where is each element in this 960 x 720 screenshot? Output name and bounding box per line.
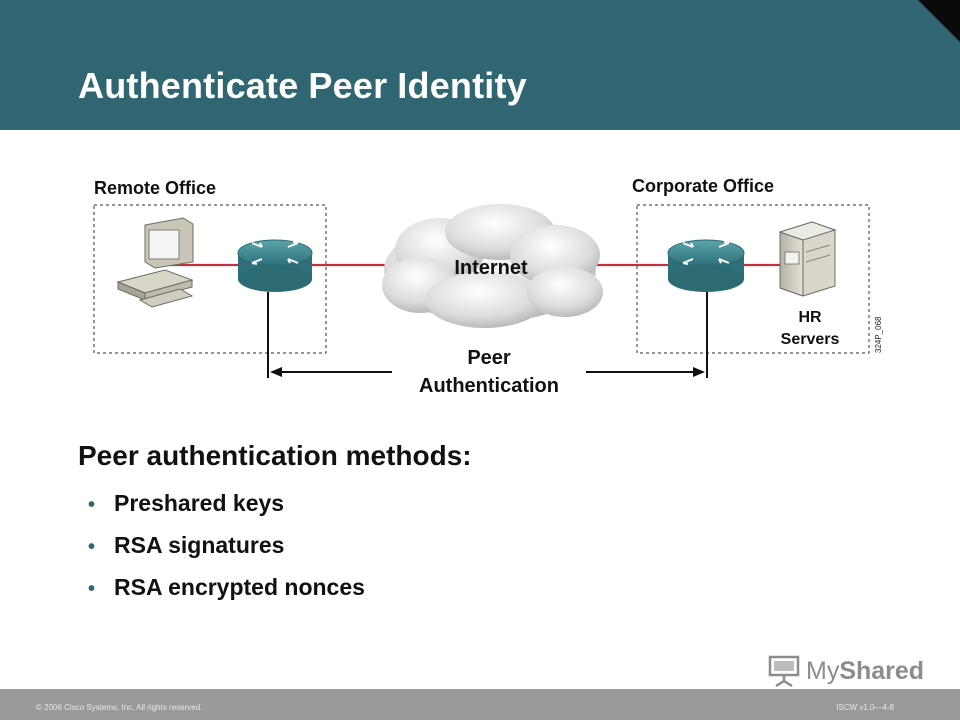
peer-label: Peer: [467, 347, 511, 369]
logo-text-my: My: [806, 657, 840, 685]
copyright-text: © 2006 Cisco Systems, Inc. All rights re…: [36, 703, 203, 712]
list-item-text: RSA encrypted nonces: [114, 574, 365, 600]
logo-text-shared: Shared: [839, 657, 925, 685]
myshared-logo[interactable]: MyShared: [766, 654, 924, 688]
slide-footer: [0, 689, 960, 720]
remote-router-icon: [237, 239, 313, 292]
methods-list: • Preshared keys • RSA signatures • RSA enc…: [88, 488, 365, 614]
bullet-icon: •: [88, 536, 96, 558]
list-item: • RSA encrypted nonces: [88, 572, 365, 614]
figure-id: 324P_068: [874, 316, 883, 353]
methods-heading: Peer authentication methods:: [78, 440, 472, 471]
corporate-office-label: Corporate Office: [632, 176, 774, 196]
hr-label: HR: [798, 309, 822, 326]
title-word-2: Peer: [308, 65, 388, 106]
bullet-icon: •: [88, 578, 96, 600]
corporate-office-box: [636, 204, 870, 354]
bullet-icon: •: [88, 494, 96, 516]
remote-office-label: Remote Office: [94, 178, 216, 198]
title-word-1: Authenticate: [78, 65, 299, 106]
pc-icon: [116, 217, 194, 308]
list-item-text: Preshared keys: [114, 490, 285, 516]
corporate-router-icon: [667, 239, 745, 292]
internet-cloud-icon: Internet: [382, 204, 603, 328]
network-diagram: Remote Office Corporate Office Internet: [93, 176, 883, 397]
internet-label: Internet: [454, 257, 528, 279]
header-corner-decoration: [918, 0, 960, 42]
title-word-3: Identity: [397, 65, 527, 106]
servers-label: Servers: [781, 331, 840, 348]
course-code: ISCW v1.0—4-8: [836, 703, 894, 712]
server-icon: [778, 221, 837, 297]
list-item: • RSA signatures: [88, 530, 365, 572]
remote-office-box: [93, 204, 327, 354]
list-item-text: RSA signatures: [114, 532, 285, 558]
list-item: • Preshared keys: [88, 488, 365, 530]
authentication-label: Authentication: [419, 375, 559, 397]
presentation-board-icon: [768, 655, 800, 688]
logo-text: MyShared: [806, 657, 924, 686]
